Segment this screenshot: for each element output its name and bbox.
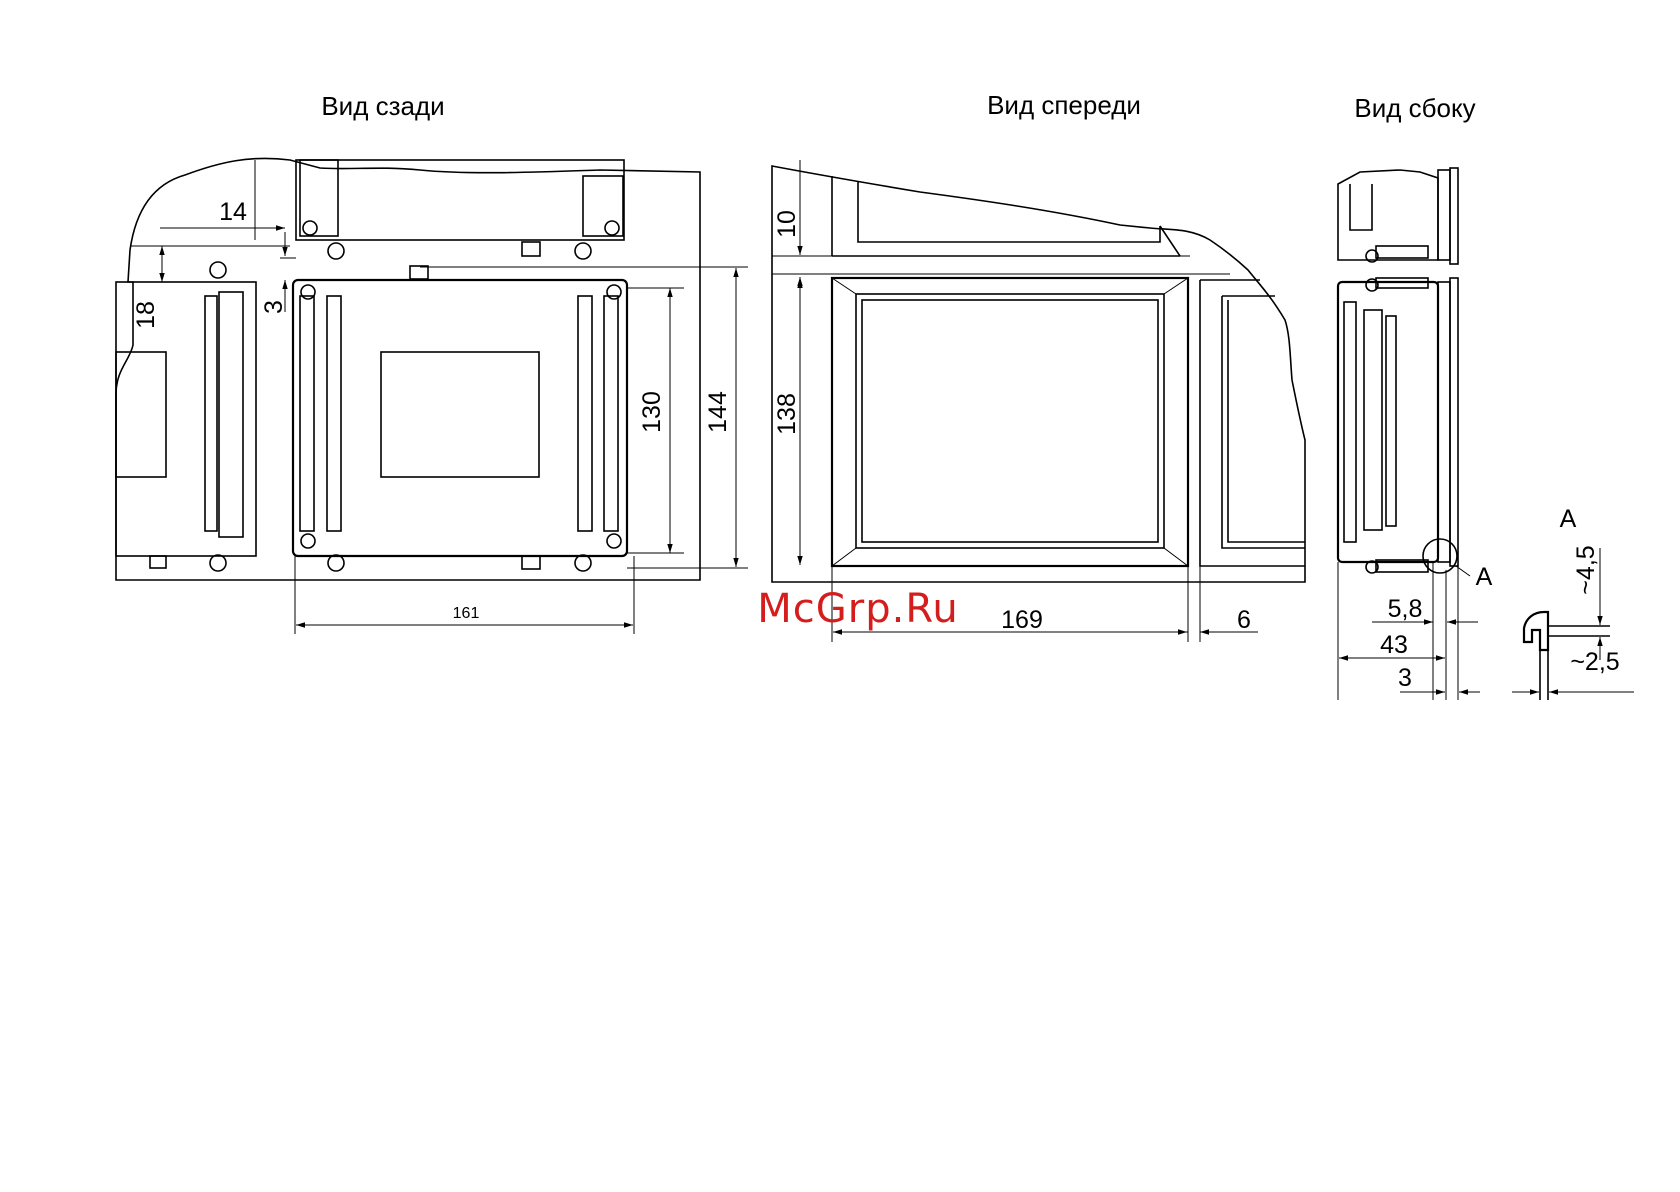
- top-module-rail-right: [583, 176, 623, 236]
- terminal-icon: [522, 556, 540, 569]
- main-module-rail: [300, 296, 314, 531]
- left-module-label: [116, 352, 166, 477]
- terminal-icon: [522, 242, 540, 256]
- dim-161: 161: [453, 605, 480, 622]
- terminal-icon: [150, 556, 166, 568]
- screw-icon: [301, 285, 315, 299]
- right-bezel: [1200, 280, 1305, 566]
- front-view: 10 138 169 6: [772, 160, 1305, 642]
- main-module-rail: [327, 296, 341, 531]
- screw-icon: [607, 534, 621, 548]
- terminal-block: [1344, 302, 1356, 542]
- dim-138: 138: [773, 393, 801, 435]
- bezel-profile: [1524, 612, 1548, 650]
- main-device-body: [1338, 282, 1438, 562]
- rear-view-title: Вид сзади: [321, 91, 444, 121]
- dim-3-rear: 3: [260, 300, 288, 314]
- dim-4-5: ~4,5: [1572, 545, 1600, 594]
- dim-18: 18: [132, 301, 160, 329]
- screw-icon: [575, 555, 591, 571]
- dim-130: 130: [638, 391, 666, 433]
- display-window: [862, 300, 1158, 542]
- dim-43: 43: [1380, 631, 1408, 659]
- dim-3-side: 3: [1398, 664, 1412, 692]
- front-view-title: Вид спереди: [987, 90, 1141, 120]
- dim-5-8: 5,8: [1388, 595, 1423, 623]
- main-module-body: [293, 280, 627, 556]
- detail-a: A ~4,5 ~2,5: [1512, 505, 1634, 700]
- watermark: McGrp.Ru: [757, 586, 958, 632]
- screw-icon: [607, 285, 621, 299]
- screw-icon: [328, 555, 344, 571]
- top-module-rail-left: [300, 160, 338, 236]
- screw-icon: [303, 221, 317, 235]
- screw-icon: [328, 243, 344, 259]
- main-bezel-inner: [856, 294, 1164, 548]
- screw-icon: [575, 243, 591, 259]
- front-panel-outline: [772, 166, 1305, 582]
- rear-view: 14 18 3 130 144 161: [116, 158, 748, 634]
- side-view-title: Вид сбоку: [1354, 93, 1475, 123]
- top-bezel: [832, 176, 1180, 256]
- screw-icon: [301, 534, 315, 548]
- dim-169: 169: [1001, 606, 1043, 634]
- dim-6: 6: [1237, 606, 1251, 634]
- detail-title: A: [1560, 505, 1577, 533]
- screw-icon: [210, 262, 226, 278]
- main-module-rail: [604, 296, 618, 531]
- detail-callout-label: A: [1476, 563, 1493, 591]
- terminal-icon: [410, 266, 428, 279]
- left-module-rail: [205, 296, 217, 531]
- screw-icon: [605, 221, 619, 235]
- main-module-rail: [578, 296, 592, 531]
- dim-2-5: ~2,5: [1570, 648, 1619, 676]
- detail-callout-circle: [1423, 539, 1457, 573]
- left-module-rail-2: [219, 292, 243, 537]
- side-view: A 5,8 43 3: [1338, 168, 1493, 700]
- dim-14: 14: [219, 198, 247, 226]
- dim-10: 10: [773, 210, 801, 238]
- main-bezel: [832, 278, 1188, 566]
- screw-icon: [210, 555, 226, 571]
- main-module-label-area: [381, 352, 539, 477]
- dim-144: 144: [704, 391, 732, 433]
